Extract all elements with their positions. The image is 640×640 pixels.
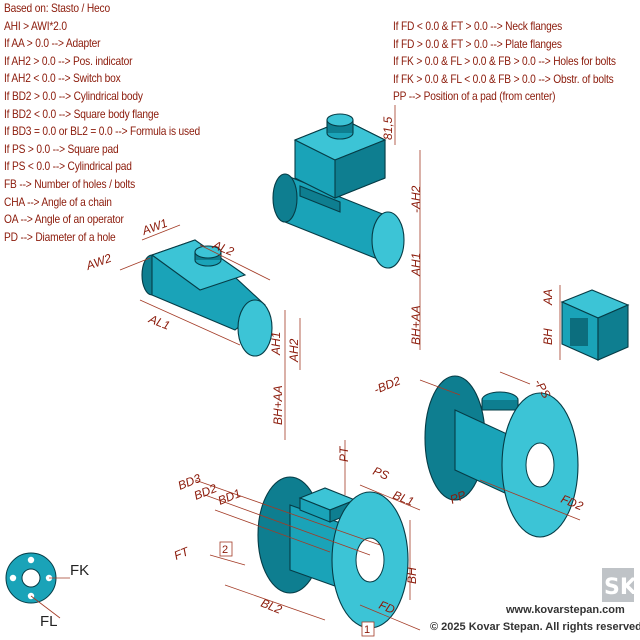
box-1 [361,621,375,637]
indicator-top [326,113,354,127]
pad-cyl-side [481,400,519,411]
note-line: PP --> Position of a pad (from center) [393,90,556,104]
dim-bhaa-left: BH+AA [271,385,285,425]
actuator-valve [141,239,273,357]
dim-aa: AA [541,289,555,306]
note-line: If BD3 = 0.0 or BL2 = 0.0 --> Formula is… [4,125,200,139]
note-line: If FD < 0.0 & FT > 0.0 --> Neck flanges [393,20,563,33]
valve-body-end [272,173,298,223]
note-line: AHI > AWI*2.0 [4,19,67,33]
notes-right: If FD < 0.0 & FT > 0.0 --> Neck flanges … [393,18,616,106]
cube-right [597,304,629,361]
dim-pt: PT [337,445,351,462]
dim-ah1-left: AH1 [269,332,283,356]
label-fk: FK [70,562,89,579]
dim-aw2: AW2 [83,251,113,273]
note-line: If AH2 < 0.0 --> Switch box [4,72,121,86]
actuator-top [150,239,247,291]
note-line: If FK > 0.0 & FL < 0.0 & FB > 0.0 --> Ob… [393,72,614,86]
dim-ah2-top: -AH2 [409,185,423,213]
valve-body-face [371,211,405,269]
dim-ft: FT [172,544,192,563]
dim-ps: PS [371,464,391,483]
box-2 [219,541,233,557]
note-line: If AA > 0.0 --> Adapter [4,37,101,51]
sk-logo-text: SK [604,575,638,600]
dim-bh-pad: BH [541,328,555,345]
flange-schematic [5,552,70,619]
dim-bl2: BL2 [259,596,284,617]
dim-bd1: BD1 [216,486,243,508]
dim-bd2-neg: -BD2 [372,373,403,396]
dim-815: 81,5 [381,116,395,140]
dim-bh-bottom: BH [405,567,419,584]
note-line: If FK > 0.0 & FL > 0.0 & FB > 0.0 --> Ho… [393,55,616,69]
sk-logo [602,568,634,602]
dim-pp: PP [448,488,468,507]
dim-fd: FD [377,598,397,617]
note-line: FB --> Number of holes / bolts [4,177,136,191]
note-line: If PS < 0.0 --> Cylindrical pad [4,160,132,174]
bolt-hole [9,574,17,582]
flange-valve-right [424,375,579,538]
switch-box-side [334,139,386,199]
flange-center-hole [21,568,41,588]
box-1-label: 1 [364,624,370,636]
footer-website[interactable]: www.kovarstepan.com [506,604,625,616]
footer-copyright: © 2025 Kovar Stepan. All rights reserved… [430,621,640,633]
note-line: If AH2 > 0.0 --> Pos. indicator [4,54,133,68]
dim-al1: AL1 [146,311,172,332]
flange-bore [525,442,555,488]
bracket [299,185,341,213]
actuator-end-right [237,299,273,357]
switchbox-valve [272,113,405,269]
note-line: CHA --> Angle of a chain [4,195,112,209]
notes-left: Based on: Stasto / Heco AHI > AWI*2.0 If… [4,0,200,246]
note-line: OA --> Angle of an operator [4,213,124,227]
note-line: PD --> Diameter of a hole [4,230,116,244]
dim-ah1-top: AH1 [409,253,423,277]
dim-ah2-left: AH2 [287,338,301,363]
note-line: Based on: Stasto / Heco [4,2,110,15]
note-line: If BD2 < 0.0 --> Square body flange [4,107,159,121]
dim-bl1: BL1 [391,488,416,509]
dim-bhaa-top: BH+AA [409,305,423,345]
fl-leader [30,595,61,619]
cube-opening [570,318,588,346]
bolt-hole [27,556,35,564]
note-line: If PS > 0.0 --> Square pad [4,142,119,156]
label-fl: FL [40,613,58,630]
dimension-lines [119,105,581,631]
note-line: If BD2 > 0.0 --> Cylindrical body [4,89,143,103]
box-2-label: 2 [222,544,228,556]
pad-cube [560,289,630,361]
note-line: If FD > 0.0 & FT > 0.0 --> Plate flanges [393,37,562,51]
flange-bore-b [355,537,385,583]
actuator-knob-top [194,245,222,259]
